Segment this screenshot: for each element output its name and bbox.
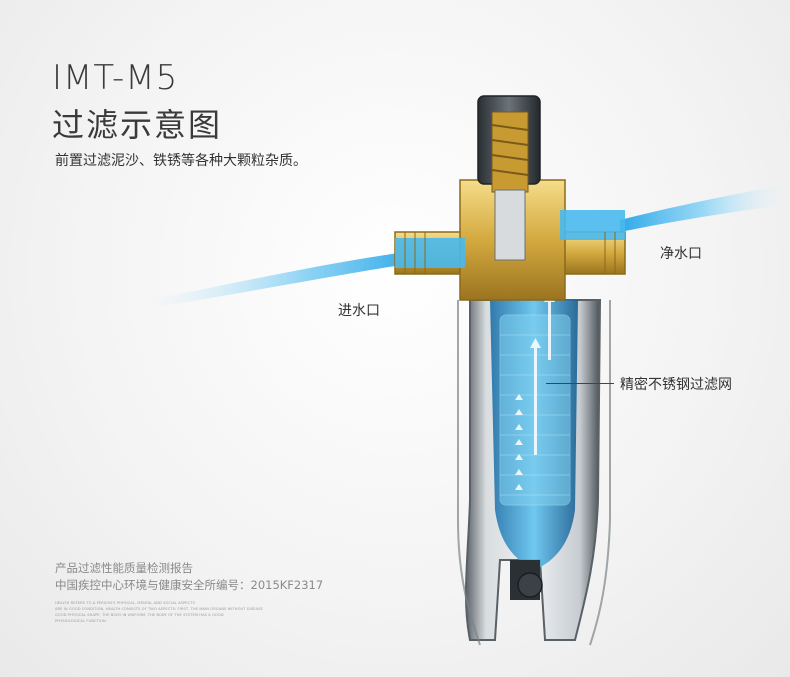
inlet-channel	[395, 238, 465, 268]
mesh-leader-line	[546, 383, 614, 384]
subtitle: 前置过滤泥沙、铁锈等各种大颗粒杂质。	[55, 153, 307, 169]
inlet-water-stream	[150, 250, 420, 308]
mesh-label: 精密不锈钢过滤网	[620, 377, 732, 393]
valve-stem	[494, 189, 526, 261]
outlet-water-stream	[620, 185, 785, 232]
diagram-title: 过滤示意图	[52, 106, 223, 144]
report-title: 产品过滤性能质量检测报告	[55, 561, 193, 575]
fine-print-line: HEALTH REFERS TO A PERSON'S PHYSICAL, ME…	[55, 601, 195, 605]
report-number: 中国疾控中心环境与健康安全所编号：2015KF2317	[55, 578, 324, 592]
fine-print-line: PHYSIOLOGICAL FUNCTION	[55, 619, 106, 623]
outlet-label: 净水口	[660, 246, 702, 262]
valve-spring	[491, 111, 529, 193]
inlet-label: 进水口	[338, 303, 380, 319]
fine-print-line: ARE IN GOOD CONDITION, HEALTH CONSISTS O…	[55, 607, 263, 611]
model-title: IMT-M5	[52, 58, 179, 98]
fine-print: HEALTH REFERS TO A PERSON'S PHYSICAL, ME…	[55, 600, 285, 624]
outlet-channel	[560, 210, 625, 240]
fine-print-line: GOOD PHYSICAL SHAPE, THE BODY IN UNIFORM…	[55, 613, 224, 617]
